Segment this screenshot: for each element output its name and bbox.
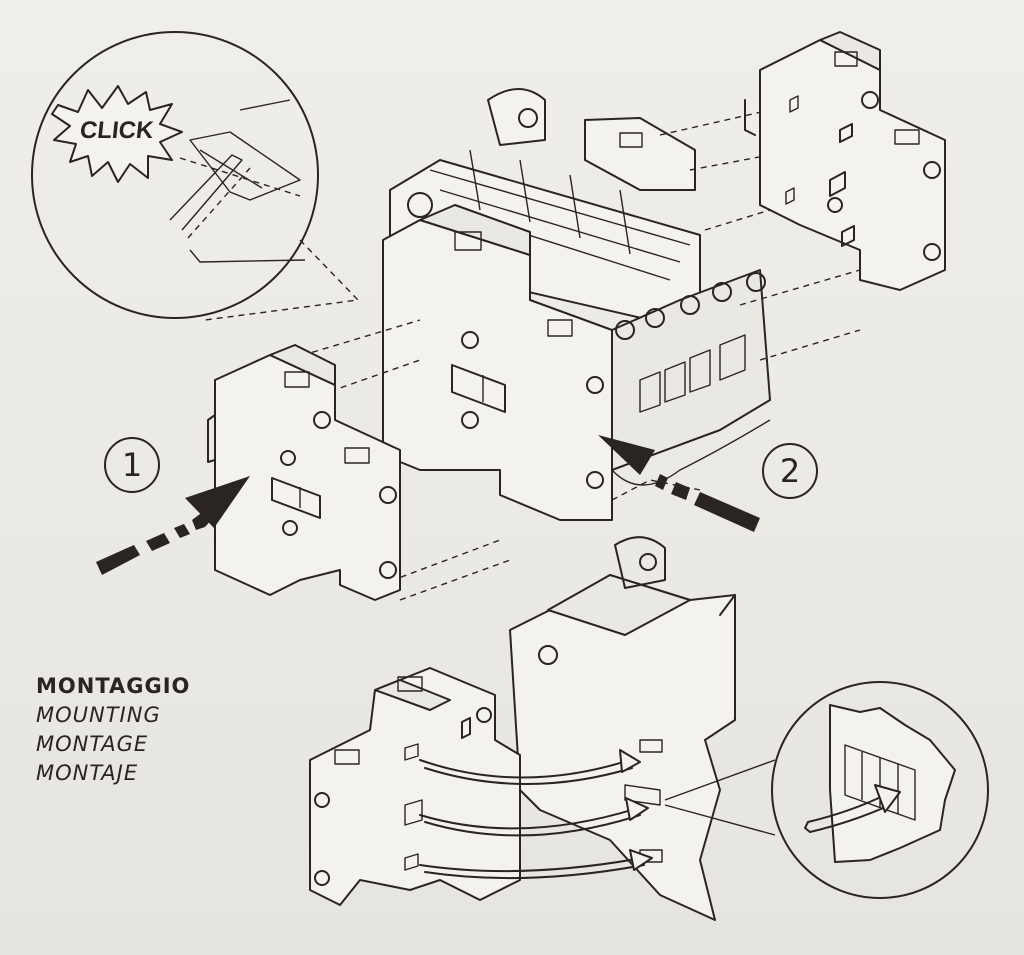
caption-french: MONTAGE [36,732,149,756]
insert-arrow-right-icon [598,435,760,532]
click-label: CLICK [78,117,155,144]
mounting-caption: MONTAGGIO MOUNTING MONTAGE MONTAJE [36,672,190,788]
step-one-badge: 1 [104,437,160,493]
left-aux-block [207,344,401,601]
caption-italian: MONTAGGIO [36,674,191,698]
bottom-assembly-detail [309,536,736,921]
insert-arrow-left-icon [96,476,250,575]
caption-english: MOUNTING [36,703,161,727]
contactor-body [382,88,771,521]
click-detail-magnifier [31,31,360,321]
step-two-badge: 2 [762,443,818,499]
right-aux-block [744,31,946,291]
latch-detail-magnifier [664,681,989,899]
click-starburst-icon [51,85,183,183]
alignment-lines [269,109,861,601]
caption-spanish: MONTAJE [36,761,139,785]
